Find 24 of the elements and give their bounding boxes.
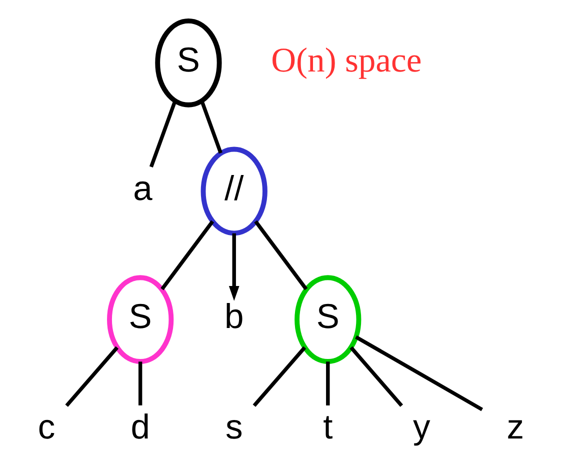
connector [355, 334, 484, 411]
label: O(n) space [271, 40, 422, 79]
node-text: d [130, 408, 150, 446]
connector [326, 361, 330, 405]
node-ellipse: S [294, 274, 362, 364]
connector [254, 220, 308, 290]
connector [350, 346, 404, 406]
arrow [228, 232, 240, 300]
connector [200, 100, 222, 154]
node-text: z [506, 408, 524, 446]
connector [252, 346, 306, 406]
node-text: t [323, 408, 333, 446]
node-text: c [38, 408, 56, 446]
node-text: b [224, 298, 244, 336]
connector [65, 346, 119, 406]
node-ellipse: // [200, 146, 268, 236]
node-ellipse: S [155, 18, 222, 107]
connector [138, 361, 142, 405]
node-ellipse: S [107, 274, 174, 364]
node-text: s [225, 408, 243, 446]
connector [149, 100, 177, 167]
node-text: y [413, 408, 430, 446]
connector [160, 220, 214, 290]
node-text: a [133, 169, 152, 208]
